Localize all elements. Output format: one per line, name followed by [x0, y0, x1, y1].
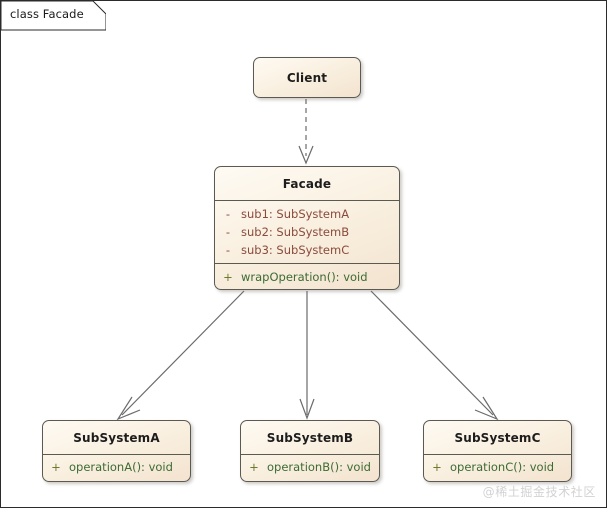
relation-client-to-facade [298, 99, 314, 165]
method-label: operationC(): void [450, 460, 555, 474]
visibility-marker: - [225, 243, 231, 257]
method-label: wrapOperation(): void [241, 270, 368, 284]
class-name-subsystem-a: SubSystemA [73, 430, 160, 445]
watermark-text: @稀土掘金技术社区 [482, 485, 596, 499]
compartment-divider [215, 263, 399, 264]
relation-facade-to-subsystem-b [299, 291, 315, 420]
visibility-marker: + [223, 270, 233, 284]
class-name-client: Client [286, 70, 328, 85]
method-row: + operationA(): void [43, 458, 190, 476]
attributes-compartment-facade: - sub1: SubSystemA - sub2: SubSystemB - … [215, 201, 399, 263]
visibility-marker: + [249, 460, 259, 474]
method-row: + wrapOperation(): void [215, 268, 399, 286]
class-name-subsystem-c: SubSystemC [454, 430, 541, 445]
compartment-divider [43, 454, 190, 455]
methods-compartment-facade: + wrapOperation(): void [215, 264, 399, 289]
class-box-subsystem-a[interactable]: SubSystemA + operationA(): void [42, 420, 191, 482]
compartment-divider [424, 454, 571, 455]
class-box-subsystem-b[interactable]: SubSystemB + operationB(): void [240, 420, 380, 482]
methods-compartment-subsystem-c: + operationC(): void [424, 455, 571, 479]
methods-compartment-subsystem-b: + operationB(): void [241, 455, 379, 479]
method-row: + operationB(): void [241, 458, 379, 476]
method-label: operationB(): void [267, 460, 371, 474]
class-box-facade[interactable]: Facade - sub1: SubSystemA - sub2: SubSys… [214, 166, 400, 290]
relation-facade-to-subsystem-c [370, 290, 499, 421]
attribute-row: - sub2: SubSystemB [215, 223, 399, 241]
attribute-label: sub1: SubSystemA [241, 207, 350, 221]
class-name-facade: Facade [282, 176, 332, 191]
visibility-marker: + [51, 460, 61, 474]
diagram-title-tab: class Facade [1, 1, 106, 31]
visibility-marker: - [225, 225, 231, 239]
visibility-marker: + [432, 460, 442, 474]
attribute-row: - sub3: SubSystemC [215, 241, 399, 259]
compartment-divider [215, 200, 399, 201]
relation-facade-to-subsystem-a [116, 290, 245, 421]
attribute-label: sub3: SubSystemC [241, 243, 350, 257]
class-name-subsystem-b: SubSystemB [266, 430, 354, 445]
class-box-subsystem-c[interactable]: SubSystemC + operationC(): void [423, 420, 572, 482]
method-label: operationA(): void [69, 460, 173, 474]
diagram-title-label: class Facade [10, 7, 84, 21]
methods-compartment-subsystem-a: + operationA(): void [43, 455, 190, 479]
attribute-row: - sub1: SubSystemA [215, 205, 399, 223]
visibility-marker: - [225, 207, 231, 221]
attribute-label: sub2: SubSystemB [241, 225, 350, 239]
title-tab-shape [1, 1, 106, 31]
class-box-client[interactable]: Client [253, 57, 361, 98]
method-row: + operationC(): void [424, 458, 571, 476]
compartment-divider [241, 454, 379, 455]
